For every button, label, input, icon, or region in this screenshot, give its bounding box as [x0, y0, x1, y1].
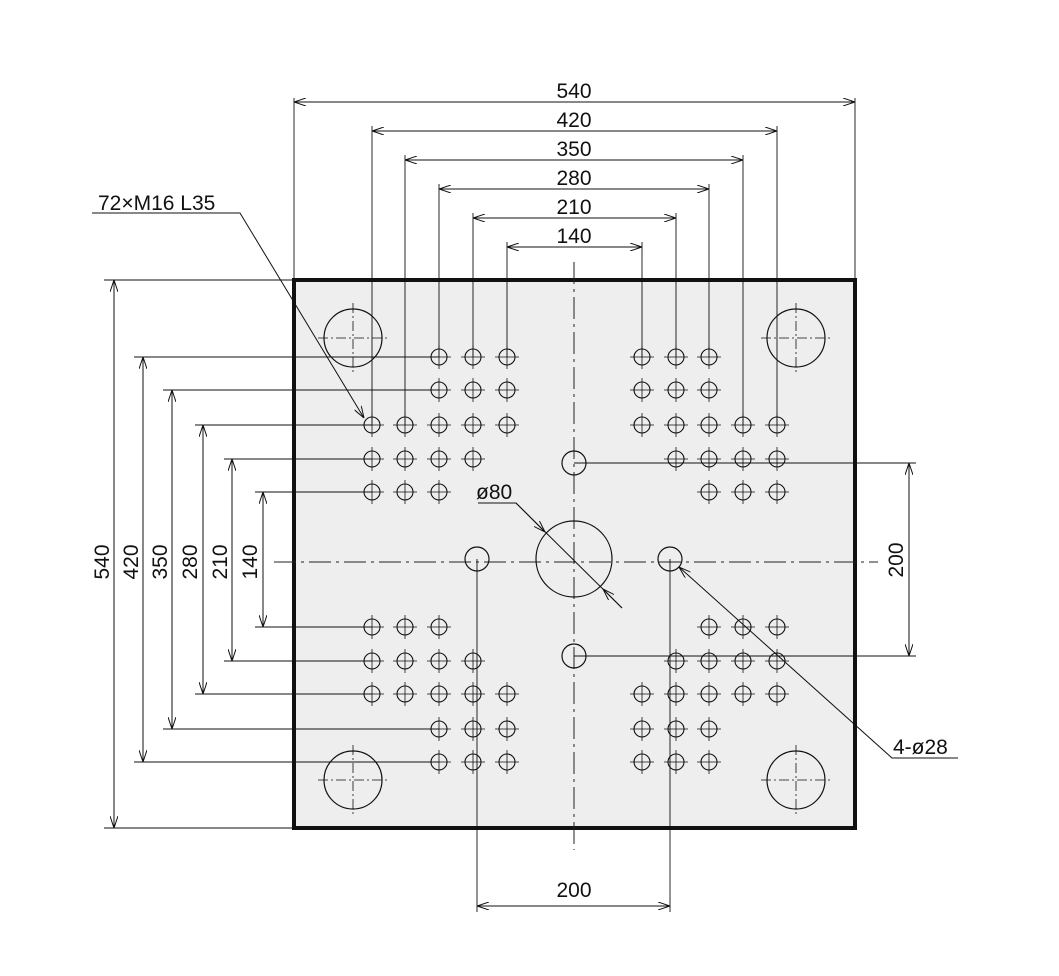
- center-bore: [535, 520, 613, 598]
- dim-left-210: 210: [209, 544, 232, 579]
- tapped-holes: [360, 345, 789, 774]
- dim-top-540: 540: [556, 80, 591, 103]
- center-bore-label: ø80: [476, 481, 512, 504]
- dim-right-200: 200: [885, 542, 908, 577]
- tie-bar-centerlines: [318, 303, 831, 815]
- dim-top-280: 280: [556, 167, 591, 190]
- dim-bottom-200: 200: [556, 879, 591, 902]
- dim-left-280: 280: [179, 544, 202, 579]
- dim-top-210: 210: [556, 196, 591, 219]
- dim-top-350: 350: [556, 138, 591, 161]
- dim-left-540: 540: [91, 544, 114, 579]
- side-holes-label: 4-ø28: [893, 736, 948, 759]
- leader-lines: [92, 212, 958, 759]
- extension-lines: [104, 98, 916, 912]
- dimension-lines: [114, 102, 909, 906]
- dim-left-420: 420: [120, 544, 143, 579]
- dim-left-140: 140: [239, 544, 262, 579]
- dim-top-140: 140: [556, 225, 591, 248]
- tapped-holes-label: 72×M16 L35: [98, 192, 215, 215]
- dim-top-420: 420: [556, 109, 591, 132]
- dim-left-350: 350: [149, 544, 172, 579]
